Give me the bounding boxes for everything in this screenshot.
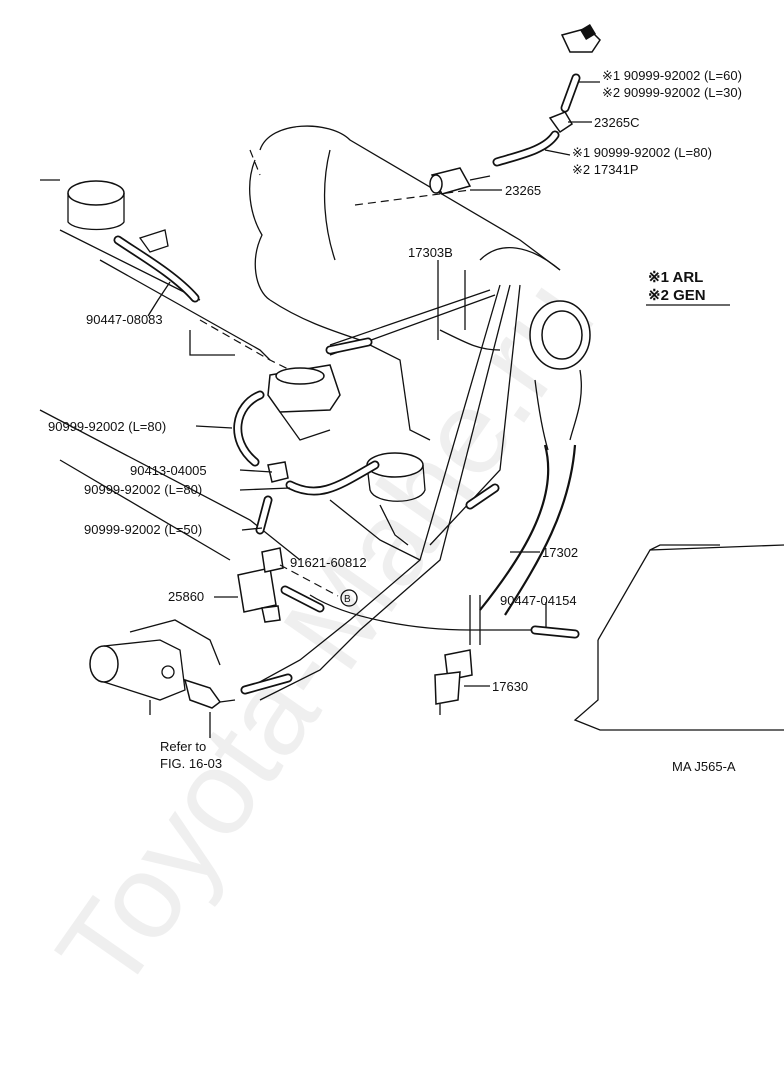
callout-90413-04005: 90413-04005 xyxy=(130,463,207,478)
callout-hose-l80-a: 90999-92002 (L=80) xyxy=(48,419,166,434)
filler-cap-icon xyxy=(67,180,125,231)
thermo-sensor-icon xyxy=(183,678,236,709)
circle-b-marker xyxy=(340,589,358,607)
legend-item-1: ※1 ARL xyxy=(648,269,703,286)
callout-91621-60812: 91621-60812 xyxy=(290,555,367,570)
hose-l80-b xyxy=(285,460,380,496)
sleeve-upper xyxy=(325,337,373,355)
wire-harness-17302 xyxy=(479,369,582,616)
top-connector-icon xyxy=(560,24,601,53)
circle-b-label: B xyxy=(344,594,351,605)
callout-90447-04154: 90447-04154 xyxy=(500,593,577,608)
reference-line-2: FIG. 16-03 xyxy=(160,756,222,771)
tee-90413-icon xyxy=(267,461,289,483)
sleeve-90447-04154 xyxy=(530,625,580,639)
vacuum-modulator-icon xyxy=(267,364,341,441)
callout-hose-l80-b: 90999-92002 (L=80) xyxy=(84,482,202,497)
reference-line-1: Refer to xyxy=(160,739,206,754)
callout-17303b: 17303B xyxy=(408,245,453,260)
water-outlet-icon xyxy=(89,619,221,715)
sleeve-bottom xyxy=(240,673,293,695)
hose-l80-a xyxy=(233,390,265,467)
egr-valve-icon xyxy=(366,452,426,546)
air-cleaner-icon xyxy=(573,544,784,731)
legend-item-2: ※2 GEN xyxy=(648,287,706,304)
callout-23265c: 23265C xyxy=(594,115,640,130)
valve-23265-icon xyxy=(429,167,491,195)
sleeve-lower xyxy=(280,585,325,613)
callout-hose-mid-2: ※2 17341P xyxy=(572,162,639,177)
callout-17630: 17630 xyxy=(492,679,528,694)
engine-block-outline xyxy=(39,125,561,561)
hose-mid xyxy=(492,130,560,167)
vsv-25860-icon xyxy=(237,547,284,623)
hose-top-vertical xyxy=(560,73,581,113)
figure-id: MA J565-A xyxy=(672,759,736,774)
hose-l50 xyxy=(255,495,273,535)
resonator-icon xyxy=(529,300,591,370)
callout-hose-mid-1: ※1 90999-92002 (L=80) xyxy=(572,145,712,160)
hose-90447-08083 xyxy=(113,229,200,303)
sleeve-mid xyxy=(465,483,500,510)
callout-17302: 17302 xyxy=(542,545,578,560)
callout-25860: 25860 xyxy=(168,589,204,604)
callout-hose-top-2: ※2 90999-92002 (L=30) xyxy=(602,85,742,100)
vsv-23265c-icon xyxy=(548,111,574,134)
leader-lines xyxy=(147,81,600,738)
callout-hose-top-1: ※1 90999-92002 (L=60) xyxy=(602,68,742,83)
callout-23265: 23265 xyxy=(505,183,541,198)
sensor-17630-icon xyxy=(434,649,473,715)
callout-hose-l50: 90999-92002 (L=50) xyxy=(84,522,202,537)
callout-90447-08083: 90447-08083 xyxy=(86,312,163,327)
